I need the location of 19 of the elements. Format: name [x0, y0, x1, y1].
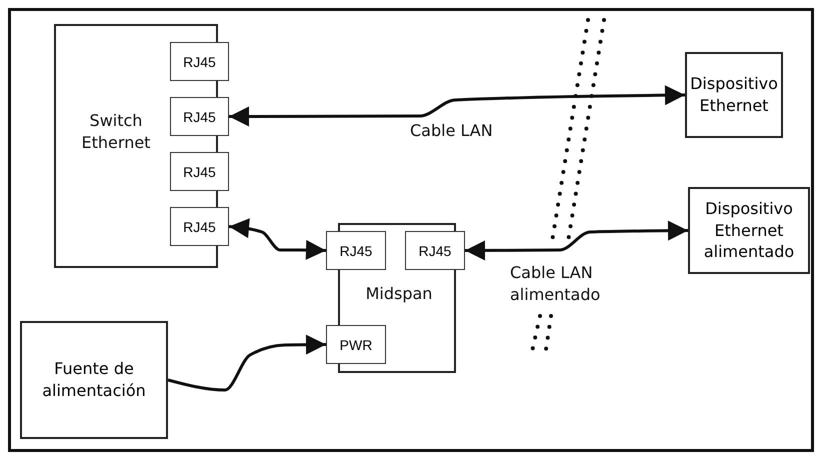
device-box: [688, 187, 810, 274]
device-label: Fuente de alimentación: [41, 358, 147, 402]
port-label: RJ45: [170, 42, 229, 81]
port-label: RJ45: [170, 152, 229, 191]
port-label: PWR: [326, 325, 386, 364]
cable-arrow: [465, 220, 688, 260]
device-label: Switch Ethernet: [80, 110, 152, 154]
port-label: RJ45: [405, 231, 465, 270]
port-label: RJ45: [326, 231, 386, 270]
cable-arrow: [228, 218, 326, 260]
cable-arrow: [229, 85, 686, 126]
device-label: Dispositivo Ethernet: [689, 73, 779, 117]
port-label: RJ45: [170, 97, 229, 136]
device-box: [685, 52, 783, 138]
port-label: RJ45: [170, 207, 229, 246]
device-box: [20, 321, 168, 439]
device-label: Dispositivo Ethernet alimentado: [702, 198, 796, 263]
cable-arrow: [168, 334, 326, 392]
device-label: Midspan: [364, 283, 434, 305]
